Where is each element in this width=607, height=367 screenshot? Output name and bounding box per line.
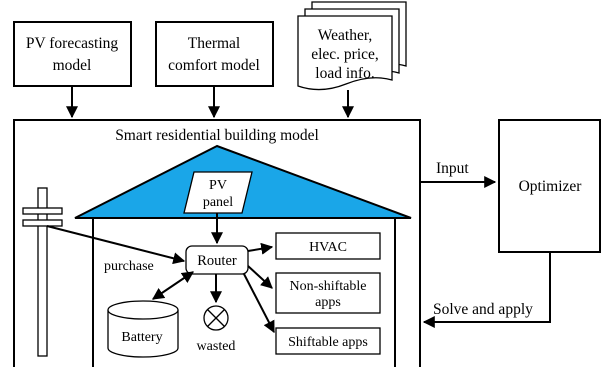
grid-to-router-arrow bbox=[46, 225, 186, 265]
input-label: Input bbox=[436, 160, 469, 177]
battery: Battery bbox=[107, 300, 179, 358]
shiftable-apps-box: Shiftable apps bbox=[275, 327, 381, 355]
router-battery-arrow bbox=[152, 271, 194, 300]
building-model-title: Smart residential building model bbox=[115, 127, 319, 144]
non-shiftable-apps-box: Non-shiftable apps bbox=[275, 272, 381, 314]
pv-panel: PV panel bbox=[183, 171, 253, 214]
router-to-non-shiftable-arrow bbox=[247, 265, 273, 289]
battery-label: Battery bbox=[121, 330, 162, 345]
purchase-label: purchase bbox=[104, 259, 154, 274]
pv-forecasting-label-line1: PV forecasting bbox=[26, 35, 119, 52]
pv-forecasting-model-box: PV forecasting model bbox=[13, 21, 132, 87]
weather-label-line1: Weather, bbox=[318, 27, 373, 44]
pv-panel-label-line1: PV bbox=[209, 178, 227, 193]
non-shiftable-label-line1: Non-shiftable bbox=[290, 279, 367, 294]
wasted-sink-icon bbox=[203, 305, 229, 331]
optimizer-box: Optimizer bbox=[498, 119, 601, 253]
non-shiftable-label-line2: apps bbox=[315, 295, 341, 310]
weather-label-line3: load info. bbox=[315, 65, 374, 82]
solve-and-apply-label: Solve and apply bbox=[433, 301, 533, 318]
utility-pole-icon bbox=[22, 187, 63, 357]
thermal-comfort-model-box: Thermal comfort model bbox=[155, 21, 274, 87]
pv-forecasting-label-line2: model bbox=[53, 57, 92, 74]
hvac-label: HVAC bbox=[309, 240, 347, 255]
pv-panel-label-line2: panel bbox=[203, 195, 233, 210]
thermal-comfort-label-line1: Thermal bbox=[188, 35, 241, 52]
shiftable-label: Shiftable apps bbox=[288, 335, 368, 350]
hvac-box: HVAC bbox=[275, 232, 381, 260]
thermal-comfort-label-line2: comfort model bbox=[168, 57, 260, 74]
solve-and-apply-arrow bbox=[422, 252, 551, 328]
router-node: Router bbox=[185, 245, 249, 275]
weather-label-line2: elec. price, bbox=[311, 46, 379, 63]
router-label: Router bbox=[197, 253, 237, 269]
wasted-label: wasted bbox=[197, 339, 236, 354]
router-to-hvac-arrow bbox=[247, 242, 274, 255]
router-to-shiftable-arrow bbox=[243, 273, 275, 334]
optimizer-label: Optimizer bbox=[519, 178, 583, 195]
weather-price-load-document: Weather, elec. price, load info. bbox=[297, 1, 407, 91]
